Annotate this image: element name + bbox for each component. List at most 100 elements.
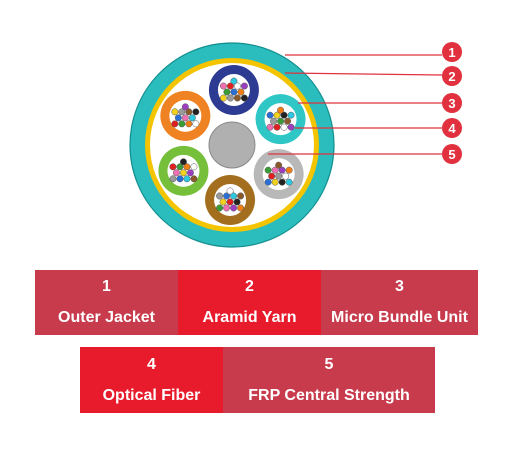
optical-fiber (223, 88, 231, 96)
optical-fiber (230, 192, 238, 200)
optical-fiber (176, 175, 184, 183)
optical-fiber (171, 108, 179, 116)
optical-fiber (285, 166, 293, 174)
optical-fiber (277, 106, 285, 114)
optical-fiber (186, 169, 194, 177)
optical-fiber (230, 77, 238, 85)
optical-fiber (287, 123, 295, 131)
legend-outer-jacket: 1 Outer Jacket (35, 270, 178, 335)
number-badge (442, 42, 462, 62)
optical-fiber (285, 178, 293, 186)
legend-row-2: 4 Optical Fiber 5 FRP Central Strength (80, 347, 435, 413)
optical-fiber (264, 178, 272, 186)
optical-fiber (171, 120, 179, 128)
badge-number: 4 (448, 121, 456, 136)
optical-fiber (223, 204, 231, 212)
optical-fiber (181, 103, 189, 111)
optical-fiber (185, 120, 193, 128)
optical-fiber (280, 123, 288, 131)
micro-bundle-unit (208, 65, 259, 116)
cable-cross-section: 1 2 3 4 5 (129, 42, 462, 248)
optical-fiber (219, 198, 227, 206)
optical-fiber (230, 88, 238, 96)
optical-fiber (273, 123, 281, 131)
optical-fiber (240, 94, 248, 102)
optical-fiber (178, 108, 186, 116)
optical-fiber (271, 178, 279, 186)
legend-number: 4 (147, 355, 156, 373)
micro-bundle-unit (255, 94, 306, 145)
badge-number: 2 (448, 69, 455, 84)
optical-fiber (233, 198, 241, 206)
badge-number: 1 (448, 45, 455, 60)
optical-fiber (282, 172, 290, 180)
legend-label: Outer Jacket (58, 309, 155, 326)
number-badge (442, 93, 462, 113)
legend-micro-bundle-unit: 3 Micro Bundle Unit (321, 270, 478, 335)
frp-central-strength (208, 121, 256, 169)
micro-bundle-unit (158, 145, 209, 196)
optical-fiber (226, 187, 234, 195)
optical-fiber (278, 178, 286, 186)
legend-label: Optical Fiber (102, 386, 201, 404)
optical-fiber (237, 88, 245, 96)
optical-fiber (176, 163, 184, 171)
optical-fiber (183, 163, 191, 171)
badge-number: 5 (448, 147, 455, 162)
legend-number: 2 (245, 278, 254, 295)
optical-fiber (284, 117, 292, 125)
optical-fiber (270, 117, 278, 125)
badge-number: 3 (448, 96, 455, 111)
optical-fiber (179, 169, 187, 177)
optical-fiber (192, 120, 200, 128)
leader-lines (268, 54, 443, 155)
number-badges: 1 2 3 4 5 (442, 42, 462, 164)
optical-fiber (271, 166, 279, 174)
optical-fiber (275, 172, 283, 180)
optical-fiber (266, 111, 274, 119)
optical-fiber (216, 192, 224, 200)
optical-fiber (181, 114, 189, 122)
legend-number: 5 (324, 355, 334, 373)
legend-number: 3 (395, 278, 404, 295)
optical-fiber (237, 192, 245, 200)
optical-fiber (174, 114, 182, 122)
optical-fiber (219, 94, 227, 102)
legend-frp-central-strength: 5 FRP Central Strength (223, 347, 435, 413)
optical-fiber (169, 163, 177, 171)
micro-bundle-unit (205, 174, 256, 225)
optical-fiber (226, 198, 234, 206)
legend-number: 1 (102, 278, 111, 295)
optical-fiber (179, 158, 187, 166)
legend-aramid-yarn: 2 Aramid Yarn (178, 270, 321, 335)
optical-fiber (188, 114, 196, 122)
optical-fiber (233, 94, 241, 102)
legend-label: Micro Bundle Unit (331, 309, 468, 326)
number-badge (442, 144, 462, 164)
legend-row-1: 1 Outer Jacket 2 Aramid Yarn 3 Micro Bun… (35, 270, 478, 335)
optical-fiber (172, 169, 180, 177)
optical-fiber (230, 204, 238, 212)
optical-fiber (169, 175, 177, 183)
cable-body (129, 42, 335, 248)
micro-bundle-units (158, 65, 306, 225)
micro-bundle-unit (160, 90, 211, 141)
optical-fiber (183, 175, 191, 183)
legend-optical-fiber: 4 Optical Fiber (80, 347, 223, 413)
number-badge (442, 118, 462, 138)
optical-fiber (216, 204, 224, 212)
optical-fiber (287, 111, 295, 119)
optical-fiber (278, 166, 286, 174)
optical-fiber (233, 82, 241, 90)
number-badge (442, 66, 462, 86)
optical-fiber (237, 204, 245, 212)
optical-fiber (223, 192, 231, 200)
optical-fiber (190, 163, 198, 171)
optical-fiber (240, 82, 248, 90)
legend-label: FRP Central Strength (248, 386, 410, 404)
optical-fiber (264, 166, 272, 174)
optical-fiber (273, 111, 281, 119)
optical-fiber (280, 111, 288, 119)
optical-fiber (192, 108, 200, 116)
optical-fiber (268, 172, 276, 180)
